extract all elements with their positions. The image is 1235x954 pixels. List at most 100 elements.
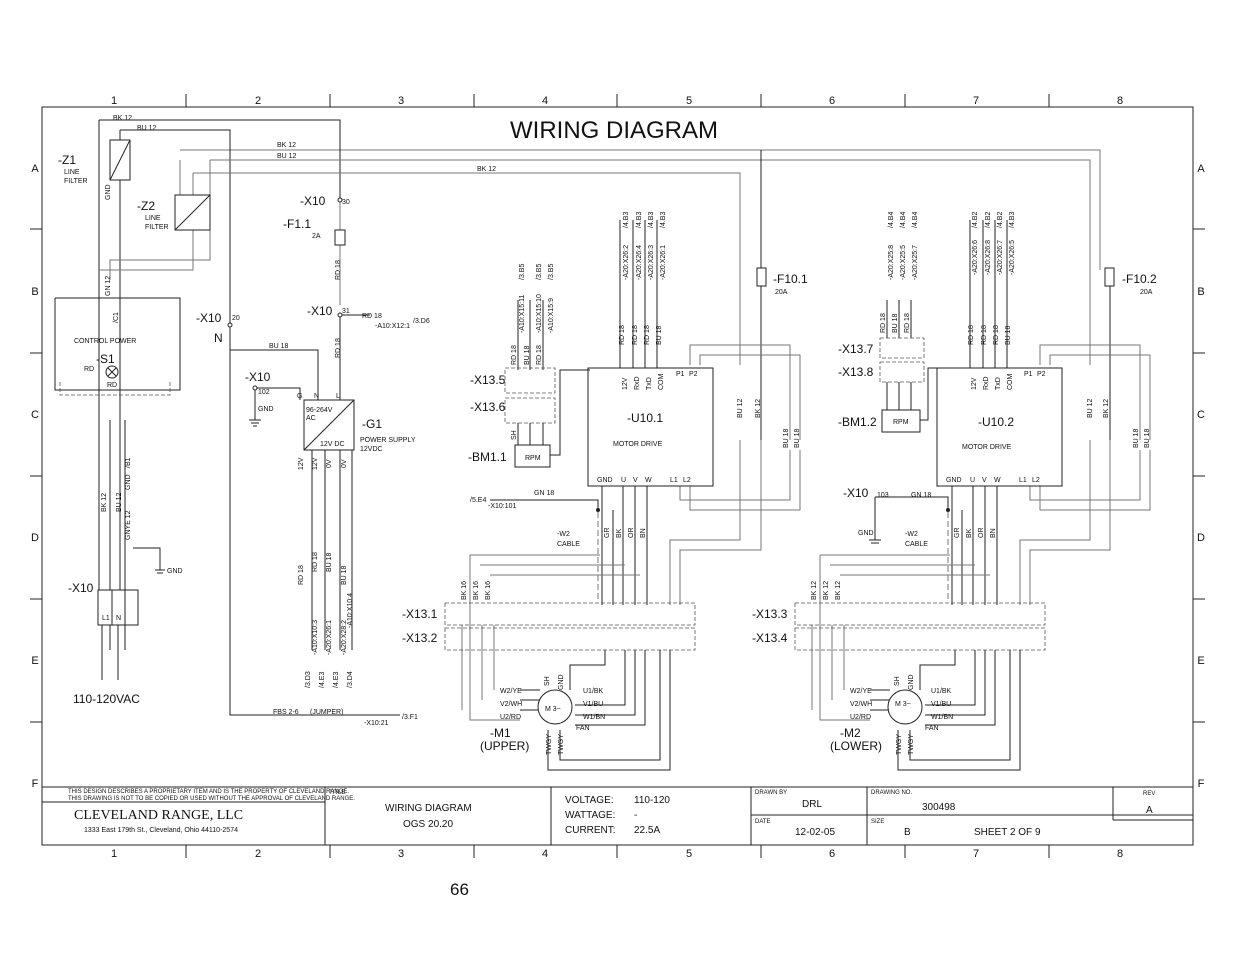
label: 0V [341, 459, 348, 468]
label: BU 18 [326, 552, 333, 572]
label: TxD [646, 377, 653, 390]
label: GR [954, 528, 961, 539]
col-label: 4 [542, 95, 548, 107]
ref-label: -X10 [843, 486, 869, 500]
col-label: 3 [398, 95, 404, 107]
label: MOTOR DRIVE [962, 444, 1012, 451]
label: LINE [64, 169, 80, 176]
label: RPM [893, 419, 909, 426]
label: /4.B3 [648, 212, 655, 228]
label: P1 [676, 371, 685, 378]
label: GND [258, 406, 274, 413]
label: FAN [576, 725, 590, 732]
row-label: D [31, 532, 39, 544]
drawn-by: DRL [802, 799, 822, 810]
notice-line: THIS DESIGN DESCRIBES A PROPRIETARY ITEM… [68, 789, 349, 795]
label: GND [946, 477, 962, 484]
tb-label: DRAWING NO. [871, 790, 912, 796]
label: RD 18 [644, 325, 651, 345]
label: BU 18 [656, 325, 663, 345]
ref-label: -X10 [196, 311, 222, 325]
col-label: 1 [111, 95, 117, 107]
label: SH [511, 430, 518, 440]
label: /3.D4 [347, 671, 354, 688]
label: /4.B4 [900, 212, 907, 228]
label: /B1 [125, 457, 132, 468]
row-label: C [31, 409, 39, 421]
label: -A20:X25:8 [888, 245, 895, 280]
row-label: E [31, 655, 38, 667]
company-address: 1333 East 179th St., Cleveland, Ohio 441… [84, 827, 238, 834]
label: /3.D3 [305, 671, 312, 688]
label: 30 [342, 199, 350, 206]
label: 20A [775, 289, 788, 296]
ref-label: N [214, 331, 223, 345]
label: BN [990, 528, 997, 538]
lower-drive-section: 20A MOTOR DRIVE RPM 103 GN 18 GND -W2 CA… [752, 212, 1157, 771]
label: 12VDC [360, 446, 383, 453]
ref-label: -G1 [362, 417, 382, 431]
label: M 3~ [895, 701, 911, 708]
label: RD 18 [880, 313, 887, 333]
ref-label: -Z2 [137, 199, 155, 213]
label: /4.B4 [912, 212, 919, 228]
label: 102 [258, 389, 270, 396]
drawing-title-2: OGS 20.20 [403, 819, 453, 830]
label: GND [105, 184, 112, 200]
label: -A20:X26:8 [985, 240, 992, 275]
label: /5.E4 [470, 497, 486, 504]
label: 0V [326, 459, 333, 468]
label: -A10:X15:11 [519, 294, 526, 333]
label: BK 12 [811, 581, 818, 600]
ref-label: -X10 [300, 194, 326, 208]
ref-label: -X10 [68, 581, 94, 595]
row-label: C [1197, 409, 1205, 421]
label: /4.B2 [985, 212, 992, 228]
label: W1/BN [931, 714, 953, 721]
label: L1 [670, 477, 678, 484]
label: BK 12 [1103, 399, 1110, 418]
label: W2/YE [500, 688, 522, 695]
label: RD 18 [619, 325, 626, 345]
label: -W2 [905, 531, 918, 538]
label: BK 12 [835, 581, 842, 600]
label: L1 [1019, 477, 1027, 484]
label: GN 18 [911, 492, 931, 499]
label: V2/WH [850, 701, 872, 708]
label: 31 [342, 308, 350, 315]
label: GNYE 12 [125, 510, 132, 540]
ref-label: (UPPER) [480, 739, 529, 753]
label: -A20:X26:2 [623, 245, 630, 280]
label: TxD [995, 377, 1002, 390]
label: -A20:X26:1 [660, 245, 667, 280]
label: N [116, 615, 121, 622]
label: 103 [877, 492, 889, 499]
label: RD 18 [335, 260, 342, 280]
column-ticks [30, 94, 1205, 858]
label: /4.B4 [888, 212, 895, 228]
col-label: 7 [973, 95, 979, 107]
label: L [336, 393, 340, 400]
label: -A10:X15:10 [536, 294, 543, 333]
label: RPM [525, 455, 541, 462]
label: RD 18 [968, 325, 975, 345]
column-labels-bottom: 1 2 3 4 5 6 7 8 [111, 848, 1123, 860]
label: /4.B2 [972, 212, 979, 228]
drawing-number: 300498 [922, 802, 956, 813]
ref-label: -U10.2 [978, 415, 1014, 429]
row-labels-left: A B C D E F [31, 163, 39, 790]
upper-drive-section: 20A MOTOR DRIVE RPM /5.E4 -X10:101 GN 18… [402, 150, 808, 771]
label: W1/BN [583, 714, 605, 721]
label: FAN [925, 725, 939, 732]
row-label: F [32, 778, 39, 790]
label: -A20:X26:7 [997, 240, 1004, 275]
label: COM [1007, 374, 1014, 391]
label: RD 18 [904, 313, 911, 333]
label: 96-264V [306, 407, 333, 414]
col-label: 8 [1117, 848, 1123, 860]
label: BU 18 [794, 428, 801, 448]
label: LINE [145, 215, 161, 222]
ref-label: -M1 [490, 726, 511, 740]
label: U2/RD [500, 714, 521, 721]
